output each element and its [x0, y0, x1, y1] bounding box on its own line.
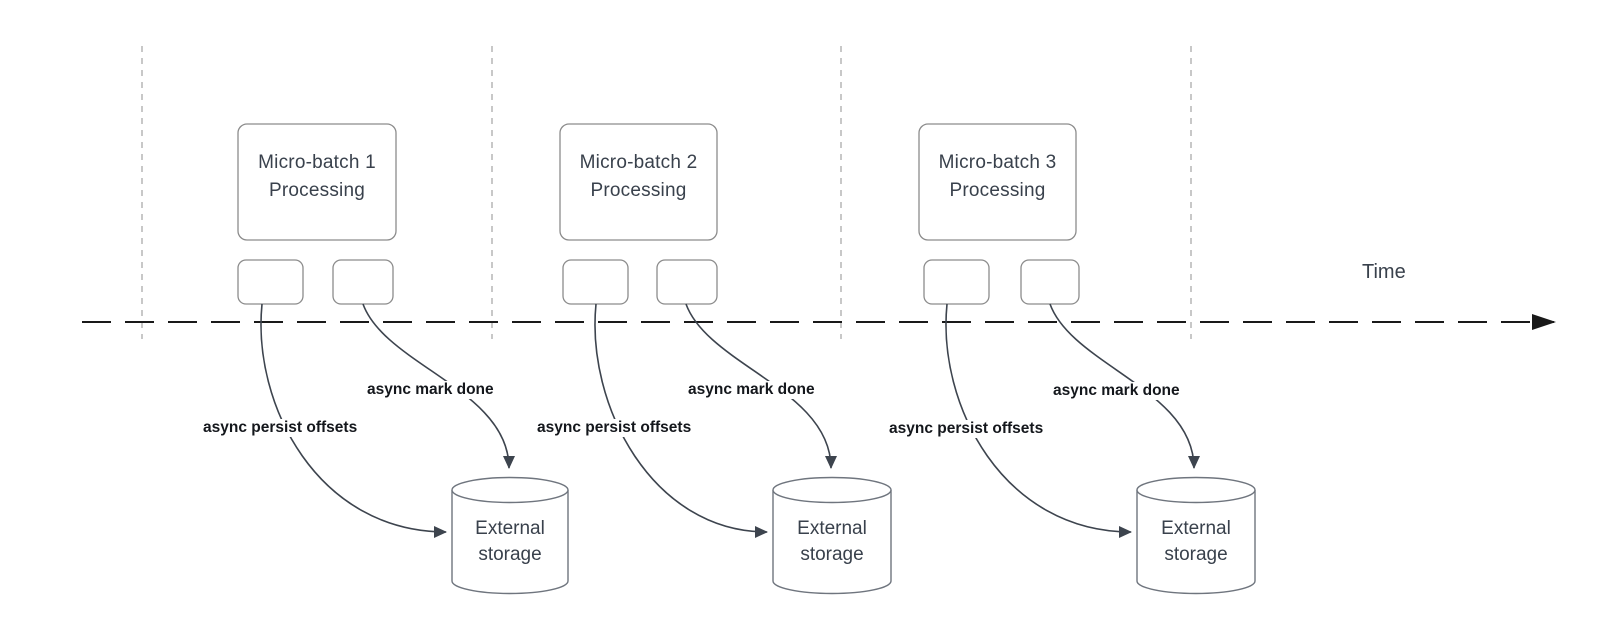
batch-1-storage-line1: External: [475, 518, 545, 539]
batch-1-title: Micro-batch 1 Processing: [238, 149, 396, 205]
batch-2-title-line1: Micro-batch 2: [579, 152, 698, 173]
batch-1-persist-offsets-label: async persist offsets: [200, 419, 361, 437]
batch-1-storage-cylinder-body: [451, 490, 569, 595]
batch-3-storage-label: External storage: [1137, 516, 1255, 568]
batch-1-title-line1: Micro-batch 1: [258, 152, 376, 173]
batch-2-storage-cylinder-top: [772, 476, 892, 504]
batch-1-persist-offsets-arrow: [260, 303, 447, 538]
batch-1-done-chip: [332, 259, 394, 305]
batch-3-title: Micro-batch 3 Processing: [919, 149, 1076, 205]
batch-2-title: Micro-batch 2 Processing: [560, 149, 717, 205]
batch-2-processing-box: [559, 123, 718, 241]
batch-2-storage-line2: storage: [800, 544, 864, 565]
batch-2-offsets-chip: [562, 259, 629, 305]
batch-3-done-chip: [1020, 259, 1080, 305]
batch-1-mark-done-label: async mark done: [364, 381, 497, 399]
batch-3-storage-line2: storage: [1164, 544, 1228, 565]
batch-3-persist-offsets-arrow: [945, 303, 1132, 538]
batch-1-storage-label: External storage: [452, 516, 568, 568]
batch-1-processing-box: [237, 123, 397, 241]
batch-1-mark-done-arrow: [362, 303, 515, 469]
batch-2-title-line2: Processing: [590, 180, 687, 201]
batch-3-storage-line1: External: [1161, 518, 1231, 539]
batch-3-title-line1: Micro-batch 3: [938, 152, 1057, 173]
time-axis-label: Time: [1362, 261, 1406, 283]
batch-3-storage-cylinder-top: [1136, 476, 1256, 504]
batch-3-processing-box: [918, 123, 1077, 241]
batch-3-mark-done-label: async mark done: [1050, 382, 1183, 400]
batch-2-done-chip: [656, 259, 718, 305]
batch-2-mark-done-arrow: [685, 303, 837, 469]
batch-1-storage-line2: storage: [478, 544, 542, 565]
batch-1-offsets-chip: [237, 259, 304, 305]
batch-3-offsets-chip: [923, 259, 990, 305]
batch-1-storage-cylinder-top: [451, 476, 569, 504]
batch-2-storage-label: External storage: [773, 516, 891, 568]
batch-2-storage-cylinder-body: [772, 490, 892, 595]
batch-3-storage-cylinder-body: [1136, 490, 1256, 595]
batch-2-storage-line1: External: [797, 518, 867, 539]
batch-3-mark-done-arrow: [1049, 303, 1200, 469]
batch-1-title-line2: Processing: [269, 180, 365, 201]
batch-2-mark-done-label: async mark done: [685, 381, 818, 399]
batch-2-persist-offsets-label: async persist offsets: [534, 419, 695, 437]
batch-2-persist-offsets-arrow: [594, 303, 768, 538]
batch-3-title-line2: Processing: [949, 180, 1046, 201]
batch-3-persist-offsets-label: async persist offsets: [886, 420, 1047, 438]
